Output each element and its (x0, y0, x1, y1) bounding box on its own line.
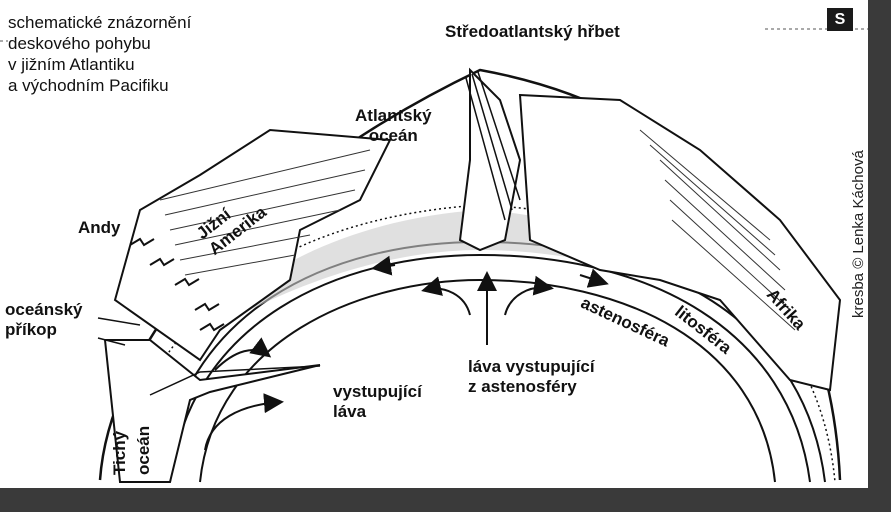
label-andes: Andy (78, 218, 121, 238)
label-pacific: Tichý oceán (108, 426, 156, 475)
credit-text: kresba © Lenka Káchová (850, 150, 867, 318)
diagram-caption: schematické znázornění deskového pohybu … (8, 12, 258, 96)
bottom-border (0, 488, 891, 512)
section-badge: S (827, 8, 853, 31)
label-atlantic: Atlantský oceán (355, 106, 432, 146)
label-ridge: Středoatlantský hřbet (445, 22, 620, 42)
right-border (868, 0, 891, 512)
label-lava-from-asthenosphere: láva vystupující z astenosféry (468, 357, 595, 397)
label-rising-lava: vystupující láva (333, 382, 422, 422)
label-trench: oceánský příkop (5, 300, 83, 340)
